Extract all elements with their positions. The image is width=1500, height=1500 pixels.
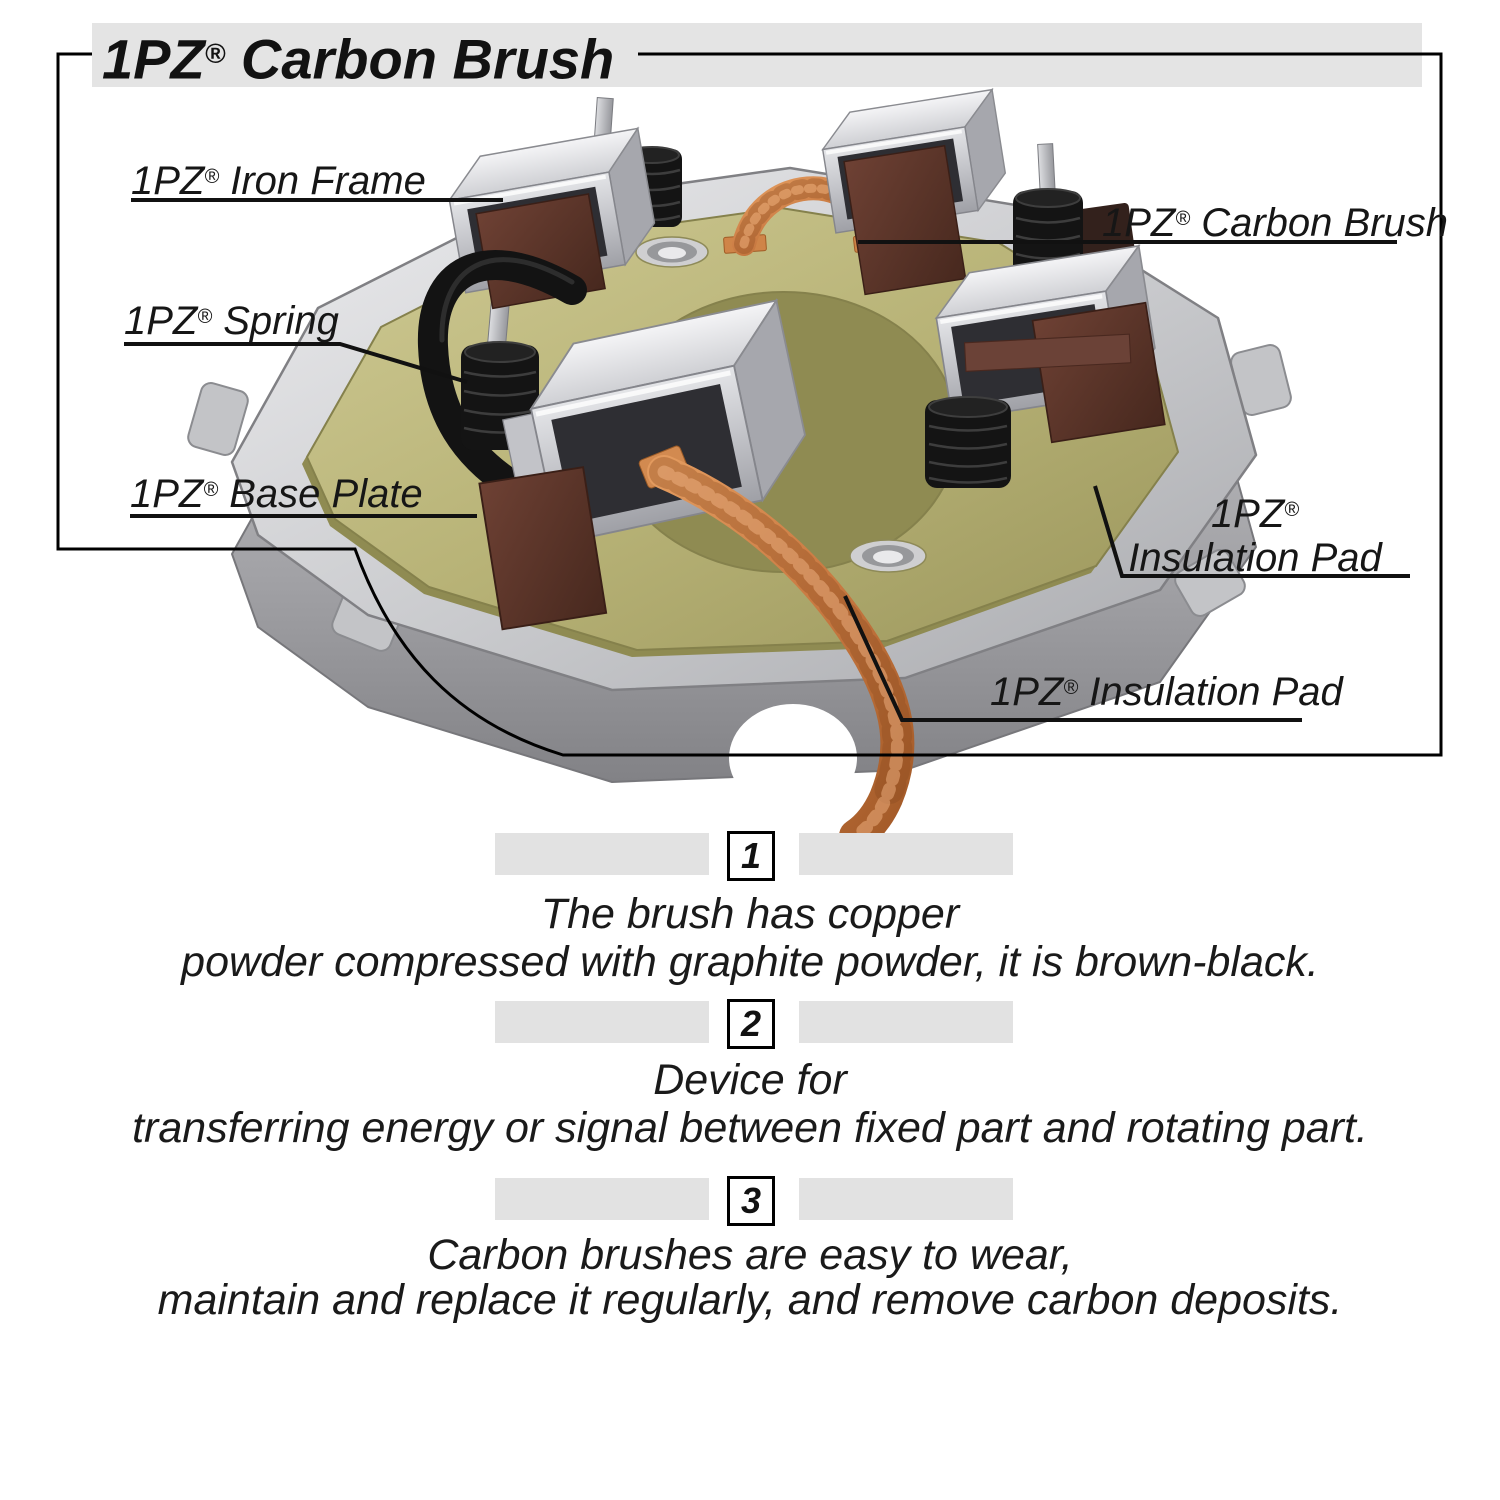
brand-name: 1PZ xyxy=(102,27,205,91)
page-title: 1PZ® Carbon Brush xyxy=(102,27,615,91)
carbon-brush-block xyxy=(843,144,967,296)
skirt-notch xyxy=(729,704,857,812)
brush-clip-band xyxy=(963,333,1132,372)
registered-mark: ® xyxy=(203,479,219,501)
rubber-wire xyxy=(417,250,587,499)
label-iron-frame: 1PZ® Iron Frame xyxy=(131,159,426,203)
step3-number: 3 xyxy=(727,1176,775,1226)
carbon-brush-block xyxy=(478,466,608,631)
registered-mark: ® xyxy=(1063,677,1079,699)
brush-holder-assembly-illustration xyxy=(187,87,1292,853)
brush-holder-right xyxy=(934,243,1166,444)
step2-bar-right xyxy=(799,1001,1013,1043)
brush-holder-top-right xyxy=(821,87,1007,296)
label-base-plate: 1PZ® Base Plate xyxy=(130,472,423,516)
flange-tab-bottom-right xyxy=(1174,549,1246,617)
label-insulation-pad-right: 1PZ® Insulation Pad xyxy=(1128,492,1382,580)
carbon-brush-block xyxy=(1031,301,1166,444)
step3-text-line1: Carbon brushes are easy to wear, xyxy=(427,1231,1073,1279)
label-insulation-pad-bottom: 1PZ® Insulation Pad xyxy=(990,670,1343,714)
step3-bar-right xyxy=(799,1178,1013,1220)
registered-mark: ® xyxy=(1175,208,1191,230)
spring-right-bottom xyxy=(925,396,1011,488)
mounting-hole xyxy=(635,236,709,268)
step3-text-line2: maintain and replace it regularly, and r… xyxy=(157,1276,1343,1324)
label-carbon-brush: 1PZ® Carbon Brush xyxy=(1102,201,1449,245)
frame-outline xyxy=(56,52,1443,757)
mounting-hole xyxy=(849,539,927,573)
step2-bar-left xyxy=(495,1001,709,1043)
step1-text-line2: powder compressed with graphite powder, … xyxy=(181,938,1319,986)
flange-tab-left xyxy=(187,382,249,456)
registered-mark: ® xyxy=(1284,499,1300,521)
registered-mark: ® xyxy=(204,166,220,188)
step1-number: 1 xyxy=(727,831,775,881)
callout-lines xyxy=(124,198,1410,722)
step2-text-line1: Device for xyxy=(653,1056,847,1104)
step1-bar-left xyxy=(495,833,709,875)
registered-mark: ® xyxy=(204,38,226,69)
registered-mark: ® xyxy=(197,306,213,328)
step2-number: 2 xyxy=(727,999,775,1049)
step1-bar-right xyxy=(799,833,1013,875)
step3-bar-left xyxy=(495,1178,709,1220)
callout-line-insulation-pad-bottom xyxy=(843,595,1302,722)
callout-line-insulation-pad-right xyxy=(1093,485,1410,578)
callout-line-spring xyxy=(124,342,468,384)
step1-text-line1: The brush has copper xyxy=(540,890,960,938)
label-spring: 1PZ® Spring xyxy=(124,299,339,343)
step2-text-line2: transferring energy or signal between fi… xyxy=(132,1104,1368,1152)
